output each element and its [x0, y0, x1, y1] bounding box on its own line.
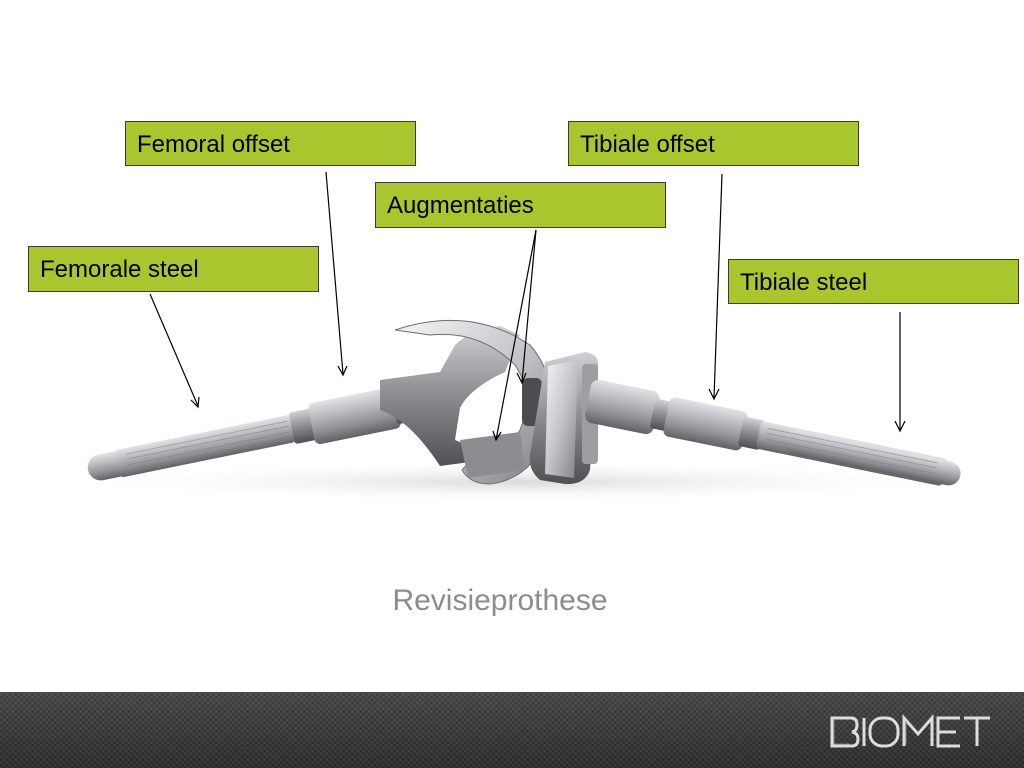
arrow-augmentaties-2 — [521, 229, 537, 383]
femoral-component-shape — [380, 319, 552, 485]
biomet-logo — [830, 714, 990, 748]
arrowhead-augmentaties-2 — [516, 372, 527, 385]
ground-shadow — [60, 460, 980, 504]
arrow-femoral-offset — [325, 171, 344, 375]
arrowhead-femoral-offset — [337, 365, 348, 377]
slide-caption: Revisieprothese — [392, 584, 608, 617]
label-tibiale-offset: Tibiale offset — [568, 121, 859, 166]
label-femorale-steel: Femorale steel — [28, 246, 319, 292]
arrowhead-augmentaties-1 — [492, 430, 502, 442]
arrowhead-tibiale-offset — [708, 388, 720, 401]
callout-arrows — [149, 171, 906, 442]
arrow-tibiale-offset — [713, 173, 723, 399]
tibial-stem-shape — [585, 379, 961, 486]
label-augmentaties: Augmentaties — [375, 182, 666, 228]
arrow-augmentaties-1 — [495, 229, 537, 441]
label-tibiale-steel: Tibiale steel — [728, 259, 1019, 304]
label-femoral-offset: Femoral offset — [125, 121, 416, 166]
arrow-femorale-steel — [149, 293, 199, 407]
arrowhead-tibiale-steel — [894, 420, 906, 433]
arrowhead-femorale-steel — [190, 396, 200, 409]
